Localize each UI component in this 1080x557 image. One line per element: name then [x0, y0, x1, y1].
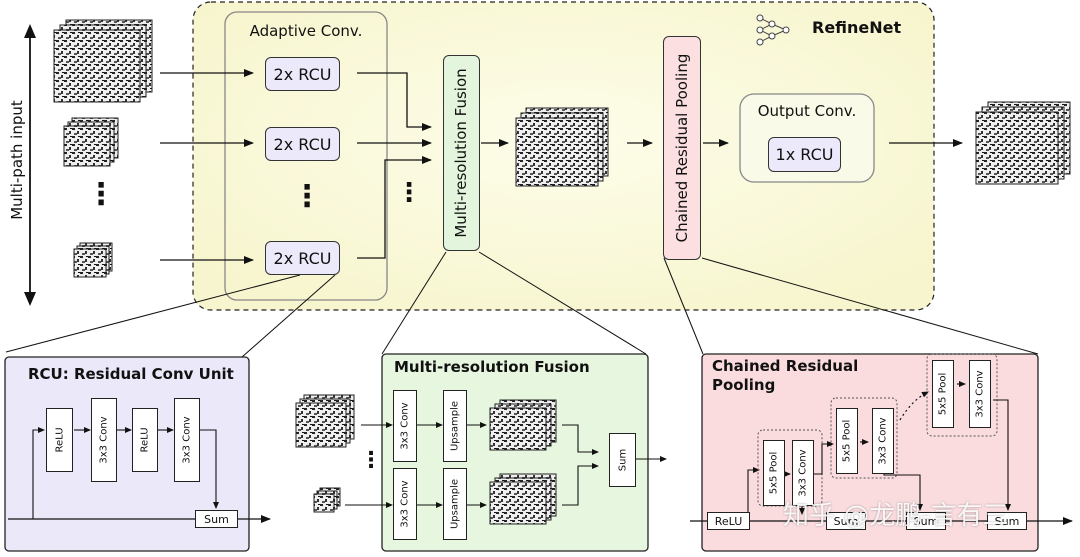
- crp-conv-1: [792, 440, 814, 506]
- crp-sum-3: Sum: [987, 512, 1027, 530]
- input-image-stack-2: [63, 117, 119, 167]
- mrf-sum: [609, 433, 636, 487]
- multi-resolution-fusion-label: Multi-resolution Fusion: [452, 68, 470, 238]
- mrf-conv-1-label: 3x3 Conv: [399, 402, 411, 450]
- crp-relu: ReLU: [707, 512, 750, 530]
- mrf-feature-stack-1: [489, 399, 557, 451]
- mrf-panel-title: Multi-resolution Fusion: [394, 358, 590, 376]
- input-image-stack-1: [53, 19, 153, 103]
- rcu-conv-1-label: 3x3 Conv: [98, 416, 110, 464]
- crp-panel-title-line2: Pooling: [712, 376, 776, 394]
- mrf-upsample-2: [443, 468, 467, 540]
- crp-pool-2-label: 5x5 Pool: [841, 419, 853, 463]
- refinenet-title: RefineNet: [812, 18, 902, 37]
- mrf-upsample-1: [443, 390, 467, 462]
- mrf-conv-2-label: 3x3 Conv: [399, 480, 411, 528]
- mrf-sum-label: Sum: [617, 448, 628, 472]
- input-image-stack-4: [73, 242, 113, 278]
- crp-sum-2: Sum: [906, 512, 946, 530]
- multi-path-input-label: Multi-path input: [8, 100, 26, 220]
- crp-block-1: [757, 429, 823, 507]
- rcu-dots: ⋮: [292, 179, 322, 214]
- rcu-conv-2: [174, 398, 200, 482]
- fused-image-stack: [515, 107, 609, 187]
- network-icon: [756, 14, 790, 46]
- mrf-conv-2: [393, 468, 417, 540]
- crp-conv-3: [969, 360, 991, 428]
- rcu-relu-1: [46, 408, 73, 472]
- output-rcu-block: 1x RCU: [768, 137, 841, 172]
- crp-conv-2: [872, 408, 894, 474]
- rcu-block-3: 2x RCU: [265, 241, 340, 275]
- crp-conv-2-label: 3x3 Conv: [877, 417, 889, 465]
- crp-pool-2: [836, 408, 858, 474]
- multi-resolution-fusion-block: [443, 55, 480, 251]
- mrf-panel-dots: ⋮: [360, 448, 382, 473]
- crp-pool-1: [763, 440, 785, 506]
- chained-residual-pooling-block: [663, 36, 701, 260]
- crp-panel-title-line1: Chained Residual: [712, 357, 859, 375]
- crp-sum-1: Sum: [826, 512, 866, 530]
- mrf-feature-stack-2: [489, 473, 557, 525]
- rcu-conv-1: [91, 398, 117, 482]
- crp-pool-1-label: 5x5 Pool: [768, 451, 780, 495]
- rcu-sum: Sum: [195, 510, 238, 528]
- crp-pool-3-label: 5x5 Pool: [937, 372, 949, 416]
- mrf-thumb-2: [313, 487, 341, 513]
- chained-residual-pooling-label: Chained Residual Pooling: [673, 53, 691, 243]
- input-dots: ⋮: [86, 177, 116, 212]
- crp-conv-3-label: 3x3 Conv: [974, 370, 986, 418]
- crp-panel-title: Chained Residual Pooling: [712, 357, 858, 395]
- rcu-relu-2-label: ReLU: [139, 427, 151, 453]
- mrf-conv-1: [393, 390, 417, 462]
- rcu-conv-2-label: 3x3 Conv: [181, 416, 193, 464]
- output-conv-title: Output Conv.: [757, 102, 857, 120]
- crp-pool-3: [932, 360, 954, 428]
- crp-panel-bg: [701, 353, 1039, 552]
- mrf-thumb-1: [295, 394, 355, 448]
- crp-block-2: [830, 397, 898, 479]
- rcu-panel-title: RCU: Residual Conv Unit: [28, 365, 234, 383]
- mrf-upsample-2-label: Upsample: [449, 478, 461, 530]
- rcu-relu-1-label: ReLU: [54, 427, 65, 453]
- adaptive-conv-title: Adaptive Conv.: [249, 22, 363, 40]
- rcu-relu-2: [132, 408, 158, 472]
- rcu-block-1: 2x RCU: [265, 57, 340, 91]
- crp-block-3: [926, 353, 998, 437]
- mrf-input-dots: ⋮: [396, 178, 422, 208]
- crp-conv-1-label: 3x3 Conv: [797, 449, 809, 497]
- rcu-block-2: 2x RCU: [265, 127, 340, 161]
- output-image-stack: [975, 101, 1071, 185]
- mrf-upsample-1-label: Upsample: [449, 400, 461, 452]
- watermark-text: 知乎 @龙鹏-言有三: [783, 501, 1009, 531]
